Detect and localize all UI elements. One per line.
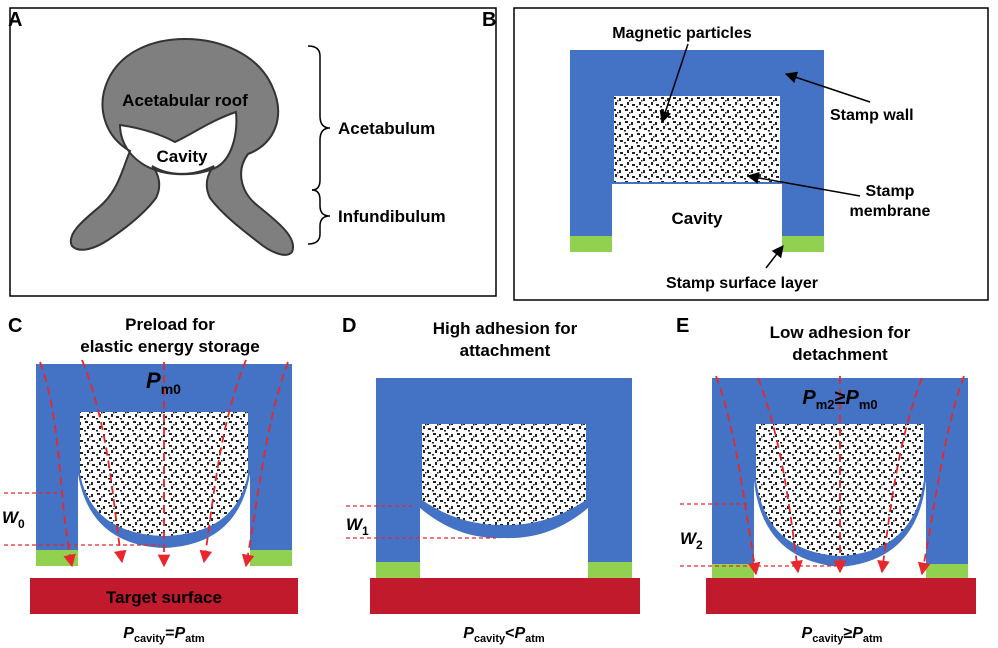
acetabulum-label: Acetabulum [338, 119, 435, 138]
field-lines-e [715, 375, 965, 576]
surface-layer-left-c [36, 550, 78, 566]
panel-b-letter: B [482, 9, 496, 31]
surface-layer-right-c [250, 550, 292, 566]
magnetic-particles-d [422, 424, 586, 526]
w1-guides [346, 505, 496, 539]
magnetic-particles-e [756, 424, 924, 556]
panel-c-title-1: Preload for [125, 315, 215, 334]
target-surface [30, 578, 298, 614]
target-surface-e [706, 578, 976, 614]
w0-guides [4, 492, 160, 546]
stamp-body-c [36, 364, 292, 552]
panel-a-letter: A [8, 9, 22, 31]
w0-label: W0 [2, 508, 25, 531]
panel-d-letter: D [342, 315, 356, 337]
panel-a: A Acetabular roof Cavity Acetabulum Infu… [8, 7, 497, 297]
stamp-membrane-label-1: Stamp [866, 183, 915, 200]
field-lines-c [39, 359, 289, 568]
surface-layer-left-e [712, 564, 754, 578]
w2-guides [680, 503, 836, 567]
surface-layer-left-d [376, 562, 420, 578]
target-surface-label: Target surface [106, 588, 222, 607]
stamp-wall-label: Stamp wall [830, 107, 914, 124]
stamp-membrane-label-2: membrane [850, 203, 931, 220]
w2-label: W2 [680, 529, 703, 552]
infundibulum-label: Infundibulum [338, 207, 446, 226]
pressure-equation-d: Pcavity<Patm [463, 625, 545, 645]
particles-arrow [659, 43, 689, 124]
acetabular-roof-label: Acetabular roof [122, 91, 248, 110]
acetabulum-brace [307, 45, 331, 191]
pressure-equation-c: Pcavity=Patm [123, 625, 205, 645]
pm2-pm0-label: Pm2≥Pm0 [802, 387, 877, 412]
stamp-body-d [376, 378, 632, 564]
cavity-label-b: Cavity [671, 209, 723, 228]
panel-d-title-2: attachment [460, 341, 551, 360]
surface-layer-right-b [782, 236, 824, 252]
w1-label: W1 [346, 515, 369, 538]
surface-layer-left-b [570, 236, 612, 252]
stamp-membrane-arrow [746, 171, 861, 197]
surface-layer-right-d [588, 562, 632, 578]
surface-layer-arrow [765, 245, 784, 269]
panel-e-title-1: Low adhesion for [770, 323, 911, 342]
magnetic-particles-label: Magnetic particles [612, 25, 752, 42]
panel-e-letter: E [676, 315, 689, 337]
surface-layer-right-e [926, 564, 968, 578]
panel-c: C Preload for elastic energy storage Tar… [2, 315, 298, 645]
panel-c-letter: C [8, 315, 22, 337]
pm0-label: Pm0 [146, 368, 181, 397]
panel-e: E Low adhesion for detachment W2 Pm2≥Pm0… [676, 315, 976, 645]
cavity-label-a: Cavity [156, 147, 208, 166]
panel-d-title-1: High adhesion for [433, 319, 578, 338]
pressure-equation-e: Pcavity≥Patm [802, 625, 883, 645]
stamp-surface-layer-label: Stamp surface layer [666, 275, 818, 292]
infundibulum-brace [307, 189, 331, 245]
panel-b-frame [513, 7, 989, 301]
panel-d: D High adhesion for attachment W1 Pcavit… [342, 315, 640, 645]
panel-b: B Magnetic particles Stamp wall Stamp me… [482, 7, 989, 301]
target-surface-d [370, 578, 640, 614]
panel-c-title-2: elastic energy storage [80, 337, 260, 356]
magnetic-particles-b [614, 96, 780, 182]
panel-a-frame [9, 7, 497, 297]
panel-e-title-2: detachment [792, 345, 888, 364]
stamp-wall-arrow [784, 71, 871, 103]
acetabulum-shape [69, 37, 295, 256]
